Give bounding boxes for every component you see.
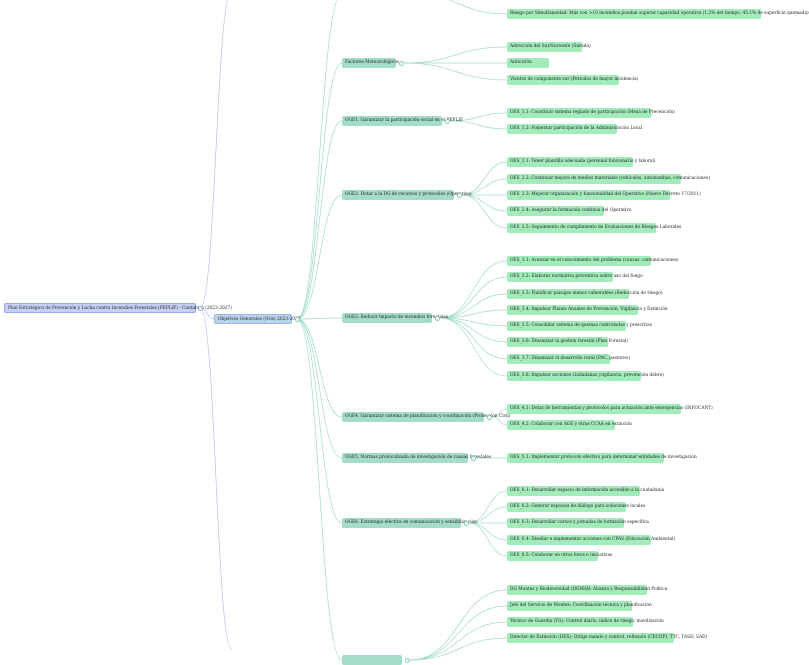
- connector-line: [449, 120, 508, 130]
- group-collapse-toggle[interactable]: [444, 118, 450, 124]
- leaf-node[interactable]: OES_1.2: Fomentar participación de la Ad…: [507, 124, 642, 134]
- connector-line: [296, 318, 343, 661]
- leaf-node[interactable]: Riesgo por Simultaneidad: Más con >10 in…: [507, 9, 809, 19]
- connector-line: [199, 307, 233, 651]
- group-node-met[interactable]: Factores Meteorológicos: [342, 58, 399, 68]
- connector-line: [491, 408, 508, 418]
- leaf-node[interactable]: Técnico de Guardia (TG): Control diario,…: [507, 617, 664, 627]
- leaf-node[interactable]: OES_5.1: Implementar protocolo efectivo …: [507, 453, 697, 463]
- group-collapse-toggle[interactable]: [404, 657, 410, 663]
- leaf-node[interactable]: Vientos de componente sur (Periodos de m…: [507, 75, 638, 85]
- connector-line: [409, 621, 508, 661]
- leaf-node[interactable]: Anticiclón: [507, 58, 549, 68]
- leaf-node[interactable]: OES_4.2: Colaborar con AGE y otras CCAA …: [507, 420, 632, 430]
- group-node-og6[interactable]: OGE6. Estrategia efectiva de comunicació…: [342, 518, 477, 528]
- leaf-node[interactable]: OES_3.4: Impulsar Planes Anuales de Prev…: [507, 305, 668, 315]
- connector-line: [296, 194, 343, 320]
- objectives-node[interactable]: Objetivos Generales (OGs) 2023-2027: [214, 314, 300, 324]
- group-node-og5[interactable]: OGE5. Normas protocolizada de investigac…: [342, 453, 491, 463]
- connector-line: [461, 161, 508, 196]
- connector-line: [409, 637, 508, 661]
- connector-line: [296, 318, 343, 459]
- connector-line: [409, 589, 508, 661]
- leaf-node[interactable]: OES_1.1: Constituir sistema reglado de p…: [507, 108, 675, 118]
- connector-line: [296, 0, 338, 320]
- leaf-node[interactable]: OES_3.5: Consolidar sistema de quemas co…: [507, 321, 652, 331]
- group-node-org[interactable]: [342, 655, 402, 665]
- connector-line: [439, 317, 508, 360]
- connector-line: [296, 317, 343, 320]
- leaf-node[interactable]: OES_6.1: Desarrollar espacio de informac…: [507, 486, 664, 496]
- leaf-node[interactable]: OES_6.4: Diseñar e implementar acciones …: [507, 535, 675, 545]
- connector-lines: [199, 0, 508, 661]
- leaf-node[interactable]: Advección del Sur/Suroeste (Surada): [507, 42, 591, 52]
- leaf-node[interactable]: OES_3.8: Impulsar acciones ciudadanas (v…: [507, 371, 664, 381]
- connector-line: [403, 46, 508, 64]
- leaf-node[interactable]: OES_3.2: Elaborar normativa preventiva s…: [507, 272, 643, 282]
- connector-line: [439, 309, 508, 319]
- group-collapse-toggle[interactable]: [470, 455, 476, 461]
- objectives-collapse-toggle[interactable]: [294, 316, 300, 322]
- connector-line: [449, 112, 508, 122]
- leaf-node[interactable]: OES_2.1: Tener plantilla adecuada (perso…: [507, 157, 656, 167]
- group-collapse-toggle[interactable]: [463, 520, 469, 526]
- leaf-node[interactable]: OES_3.1: Avanzar en el conocimiento del …: [507, 256, 679, 266]
- leaf-node[interactable]: OES_6.5: Colaborar en otros foros e inic…: [507, 551, 612, 561]
- group-collapse-toggle[interactable]: [434, 315, 440, 321]
- connector-line: [403, 62, 508, 81]
- leaf-node[interactable]: DG Montes y Biodiversidad (DGMAB: Alianz…: [507, 585, 667, 595]
- group-node-og1[interactable]: OGE1. Garantizar la participación social…: [342, 116, 463, 126]
- group-node-og2[interactable]: OGE2. Dotar a la DG de recursos y protoc…: [342, 190, 472, 200]
- group-node-og3[interactable]: OGE3. Reducir impacto de incendios fores…: [342, 313, 448, 323]
- connector-line: [468, 490, 508, 524]
- group-node-og4[interactable]: OGE4. Garantizar sistema de planificació…: [342, 412, 510, 422]
- connector-line: [439, 260, 508, 319]
- root-collapse-toggle[interactable]: [197, 305, 203, 311]
- connector-line: [491, 416, 508, 426]
- connector-line: [468, 522, 508, 541]
- connector-line: [296, 318, 343, 418]
- connector-line: [296, 62, 343, 320]
- leaf-node[interactable]: OES_6.3: Desarrollar cursos y jornadas d…: [507, 518, 649, 528]
- root-node[interactable]: Plan Estratégico de Prevención y Lucha c…: [4, 303, 232, 313]
- connector-line: [439, 293, 508, 319]
- connector-line: [296, 318, 343, 524]
- group-collapse-toggle[interactable]: [486, 414, 492, 420]
- leaf-node[interactable]: Director de Extinción (DEX): Dirige mand…: [507, 633, 707, 643]
- leaf-node[interactable]: OES_3.7: Dinamizar el desarrollo rural (…: [507, 354, 630, 364]
- connector-line: [448, 0, 508, 15]
- leaf-node[interactable]: OES_2.3: Mejorar organización y funciona…: [507, 190, 701, 200]
- leaf-node[interactable]: OES_3.3: Planificar paisajes menos vulne…: [507, 289, 663, 299]
- leaf-node[interactable]: OES_4.1: Dotar de herramientas y protoco…: [507, 404, 713, 414]
- connector-line: [461, 194, 508, 212]
- leaf-node[interactable]: OES_2.4: Asegurar la formación continua …: [507, 206, 631, 216]
- group-collapse-toggle[interactable]: [456, 192, 462, 198]
- connector-line: [439, 317, 508, 343]
- leaf-node[interactable]: OES_3.6: Dinamizar la gestión forestal (…: [507, 337, 628, 347]
- connector-line: [439, 317, 508, 377]
- connector-line: [409, 605, 508, 661]
- connector-line: [468, 506, 508, 524]
- group-collapse-toggle[interactable]: [398, 60, 404, 66]
- connector-line: [439, 276, 508, 319]
- leaf-node[interactable]: Jefe del Servicio de Montes: Coordinació…: [507, 601, 652, 611]
- connector-line: [199, 0, 228, 309]
- leaf-node[interactable]: OES_6.2: Generar espacios de diálogo par…: [507, 502, 645, 512]
- connector-line: [468, 522, 508, 557]
- leaf-node[interactable]: OES_2.5: Seguimiento de cumplimiento de …: [507, 223, 681, 233]
- connector-line: [461, 178, 508, 196]
- connector-line: [461, 194, 508, 229]
- leaf-node[interactable]: OES_2.2: Continuar mejora de medios mate…: [507, 174, 710, 184]
- connector-line: [296, 120, 343, 320]
